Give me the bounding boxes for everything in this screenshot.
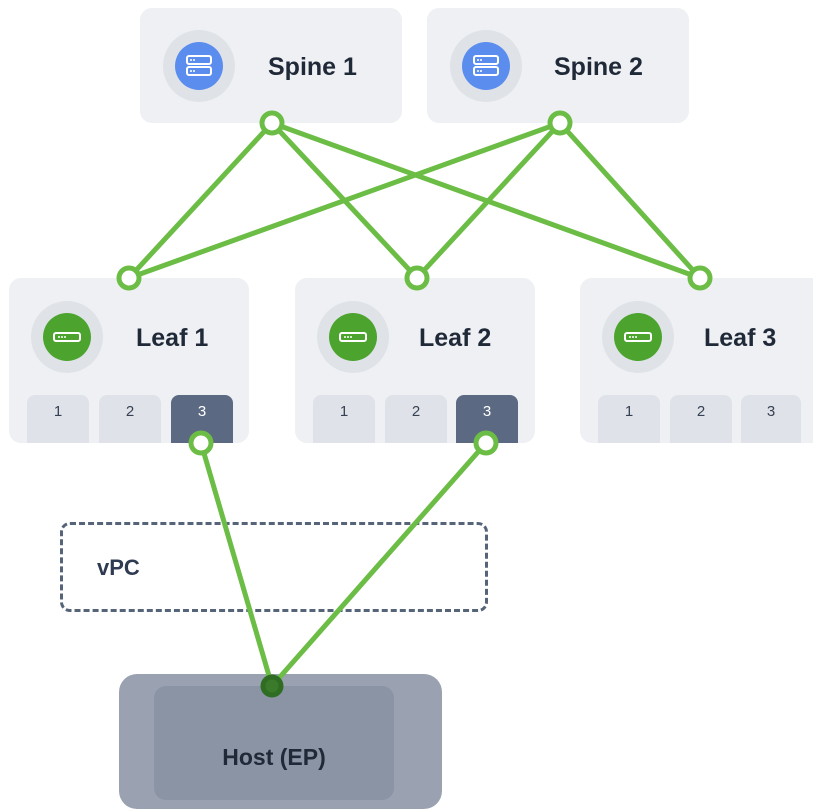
leaf-node-2[interactable]: Leaf 2 1 2 3 — [295, 278, 535, 443]
leaf-node-1[interactable]: Leaf 1 1 2 3 — [9, 278, 249, 443]
leaf-1-port-1[interactable]: 1 — [27, 395, 89, 443]
switch-icon — [614, 313, 662, 361]
host-inner-panel: Host (EP) — [154, 686, 394, 800]
server-icon — [462, 42, 510, 90]
leaf-2-port-2[interactable]: 2 — [385, 395, 447, 443]
vpc-group: vPC — [60, 522, 488, 612]
leaf-3-port-1[interactable]: 1 — [598, 395, 660, 443]
leaf-2-icon-ring — [317, 301, 389, 373]
spine-1-label: Spine 1 — [268, 53, 357, 81]
spine-2-icon-ring — [450, 30, 522, 102]
leaf-1-port-2[interactable]: 2 — [99, 395, 161, 443]
link-spine2-leaf2 — [414, 120, 563, 281]
host-label: Host (EP) — [222, 744, 326, 770]
spine-node-1[interactable]: Spine 1 — [140, 8, 402, 123]
leaf-3-port-3[interactable]: 3 — [741, 395, 801, 443]
leaf-1-label: Leaf 1 — [136, 324, 209, 352]
leaf-3-label: Leaf 3 — [704, 324, 777, 352]
switch-icon — [43, 313, 91, 361]
spine-1-icon-ring — [163, 30, 235, 102]
leaf-1-icon-ring — [31, 301, 103, 373]
leaf-2-port-1[interactable]: 1 — [313, 395, 375, 443]
vpc-label: vPC — [97, 555, 140, 580]
leaf-3-icon-ring — [602, 301, 674, 373]
link-spine1-leaf3 — [269, 120, 703, 281]
leaf-3-port-2[interactable]: 2 — [670, 395, 732, 443]
leaf-1-port-3[interactable]: 3 — [171, 395, 233, 443]
spine-2-label: Spine 2 — [554, 53, 643, 81]
spine-leaf-links — [126, 120, 703, 281]
leaf-2-label: Leaf 2 — [419, 324, 492, 352]
link-spine2-leaf1 — [126, 120, 563, 281]
link-spine2-leaf3 — [557, 120, 703, 281]
leaf-node-3[interactable]: Leaf 3 1 2 3 — [580, 278, 813, 443]
spine-node-2[interactable]: Spine 2 — [427, 8, 689, 123]
server-icon — [175, 42, 223, 90]
link-spine1-leaf1 — [126, 120, 275, 281]
leaf-2-port-3[interactable]: 3 — [456, 395, 518, 443]
switch-icon — [329, 313, 377, 361]
link-spine1-leaf2 — [269, 120, 420, 281]
host-endpoint[interactable]: Host (EP) — [119, 674, 442, 809]
